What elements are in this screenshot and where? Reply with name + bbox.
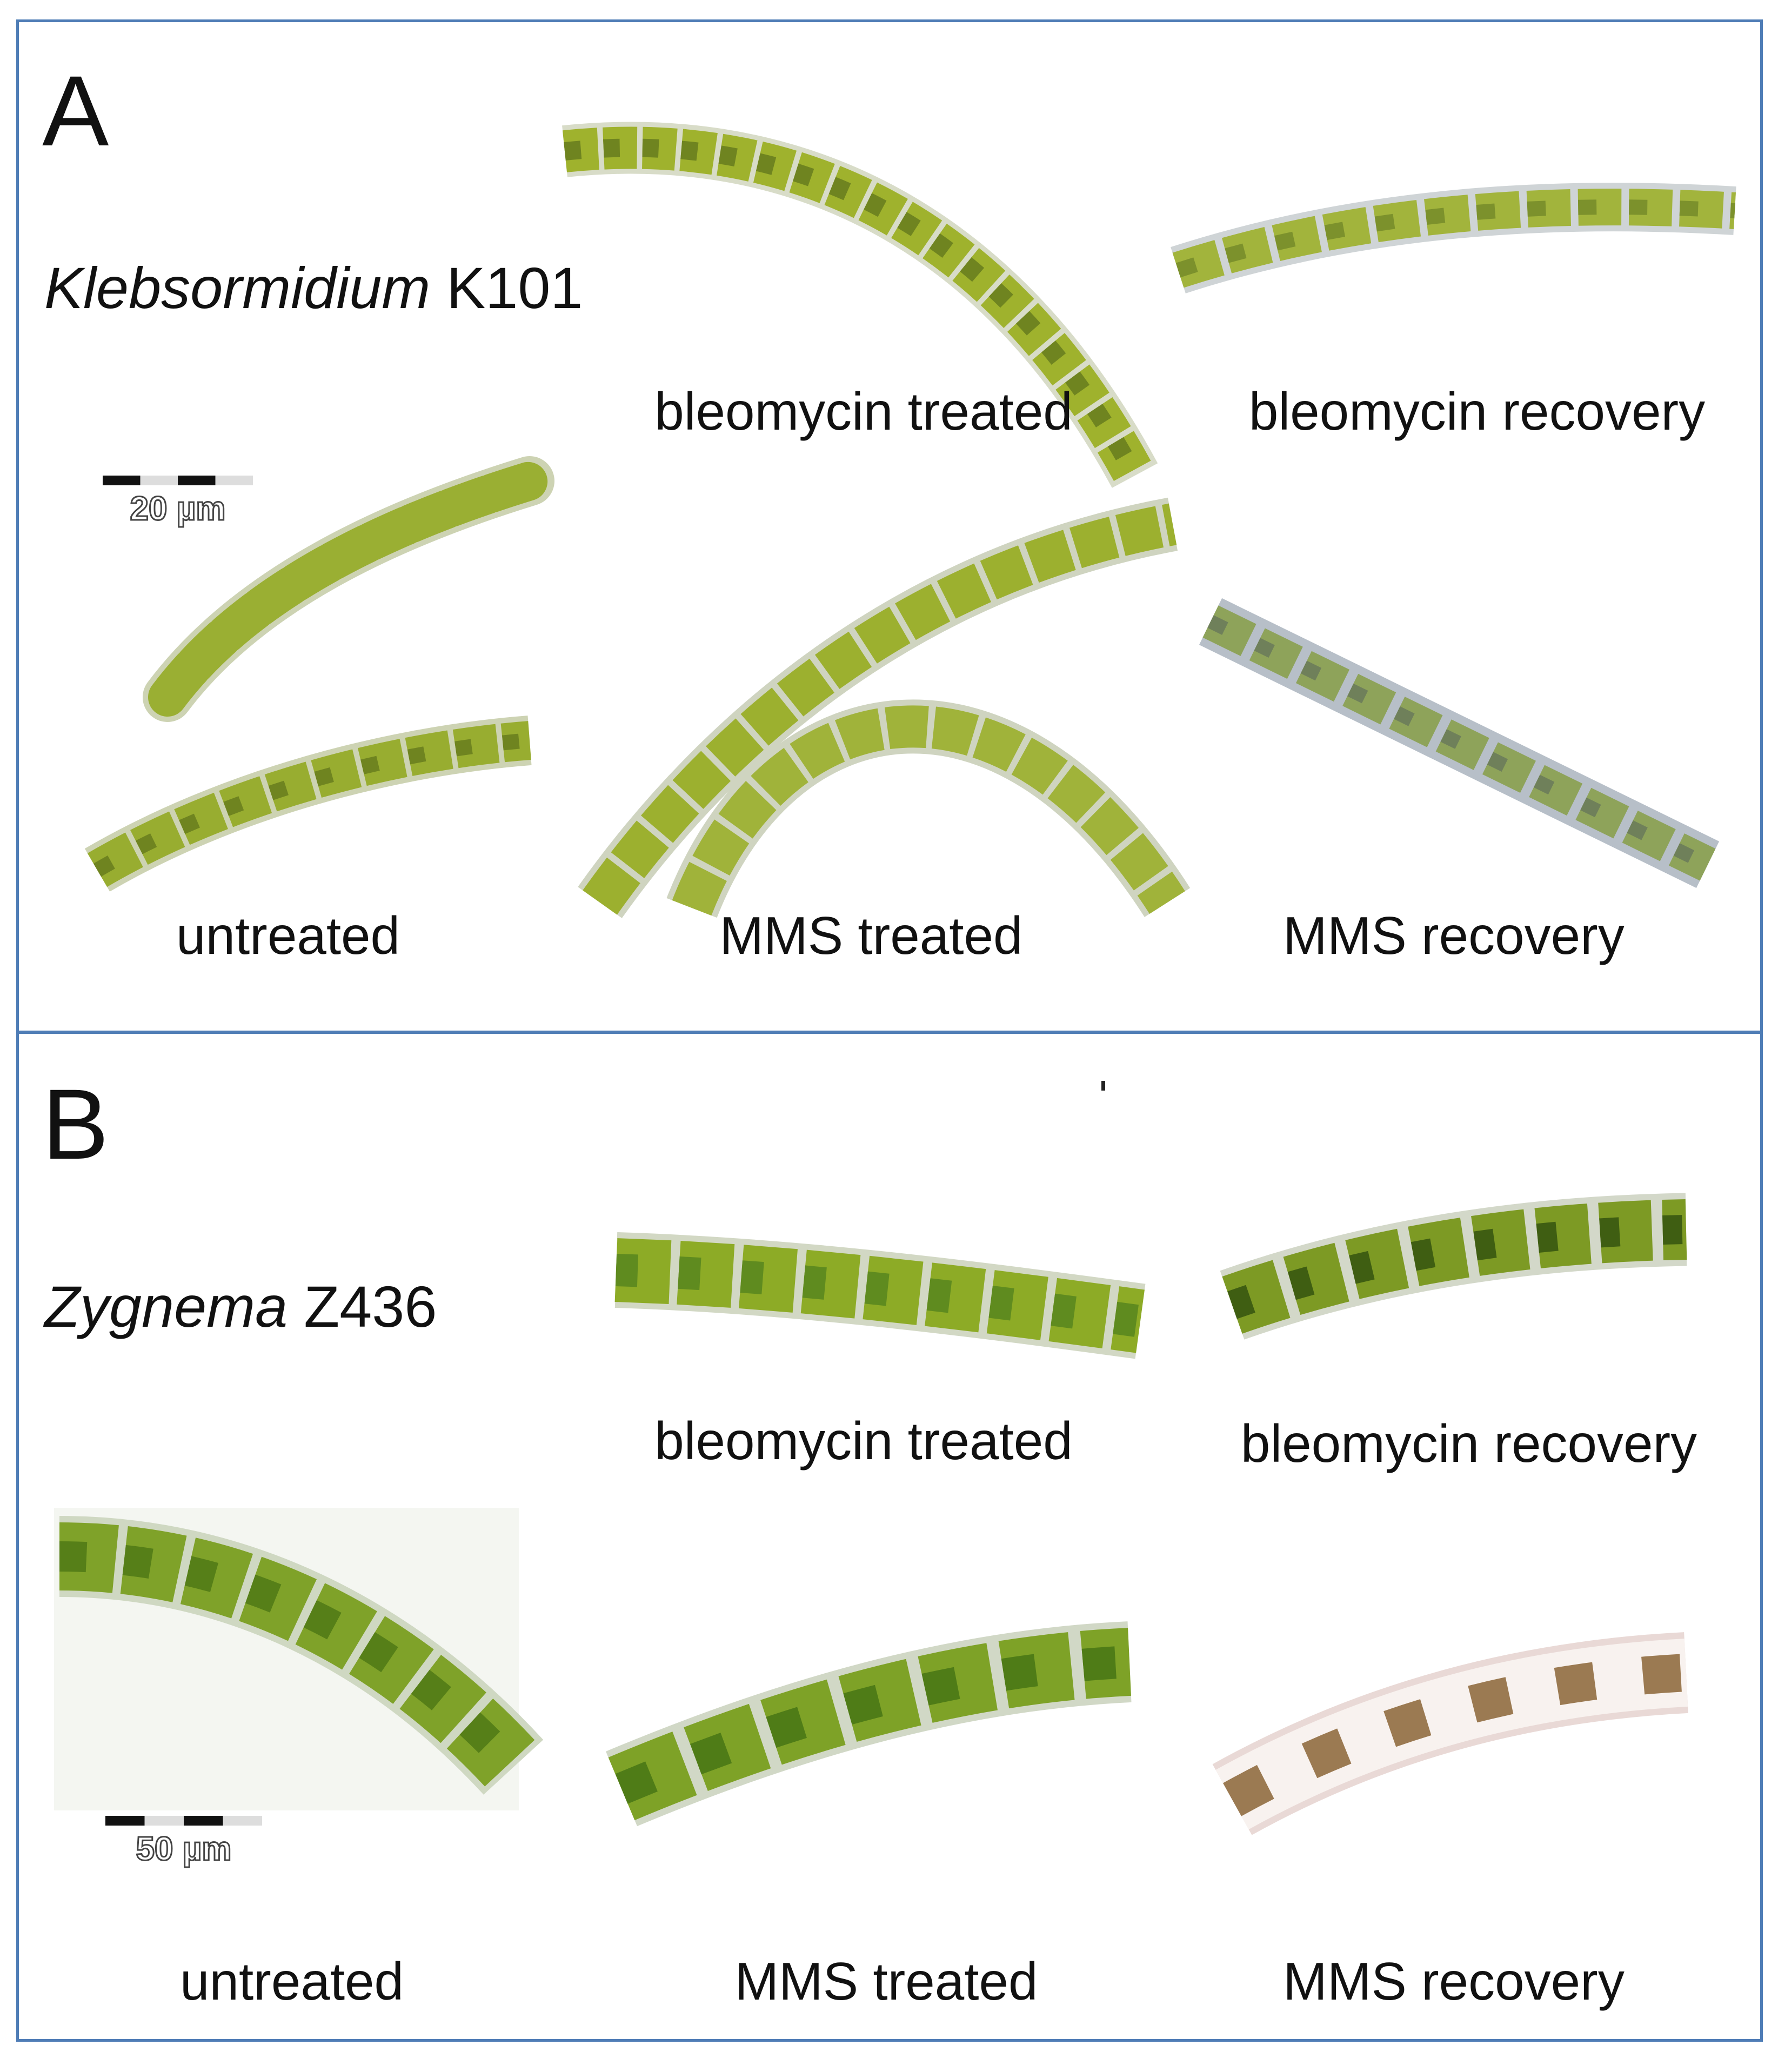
panel-a-letter: A <box>42 56 109 167</box>
panel-b-bleomycin-treated-image <box>614 1232 1146 1359</box>
panel-a-species-strain: K101 <box>446 255 583 320</box>
scale-bar-graphic <box>105 1816 262 1826</box>
panel-b-untreated-image <box>54 1508 544 1810</box>
panel-a-species-genus: Klebsormidium <box>44 255 431 320</box>
panel-a-mms-treated-image <box>578 497 1191 918</box>
panel-a-label-untreated: untreated <box>176 906 400 965</box>
panel-b-species-label: Zygnema Z436 <box>44 1273 437 1340</box>
panel-b-species-genus: Zygnema <box>44 1274 288 1339</box>
panel-b-label-mms-treated: MMS treated <box>734 1951 1038 2011</box>
panel-b-label-bleomycin-recovery: bleomycin recovery <box>1240 1414 1697 1473</box>
panel-a-scale-text: 20 µm <box>129 490 226 529</box>
panel-a-bleomycin-treated-image <box>562 122 1158 488</box>
panel-a-label-mms-recovery: MMS recovery <box>1283 906 1625 965</box>
panel-b-mms-recovery-image <box>1212 1632 1688 1835</box>
panel-a-species-label: Klebsormidium K101 <box>44 254 583 322</box>
panel-b-label-mms-recovery: MMS recovery <box>1283 1951 1625 2011</box>
panel-a-bleomycin-recovery-image <box>1171 183 1736 293</box>
panel-b-bleomycin-recovery-image <box>1220 1193 1687 1340</box>
panel-a-label-bleomycin-treated: bleomycin treated <box>654 382 1073 441</box>
panel-b-label-bleomycin-treated: bleomycin treated <box>654 1411 1073 1471</box>
panel-b-mms-treated-image <box>606 1621 1132 1827</box>
stray-mark <box>1101 1081 1105 1091</box>
scale-bar-graphic <box>103 476 253 485</box>
panel-a-mms-recovery-image <box>1199 598 1720 888</box>
panel-b-letter: B <box>42 1069 109 1180</box>
panel-b-species-strain: Z436 <box>304 1274 437 1339</box>
panel-b-label-untreated: untreated <box>179 1951 404 2011</box>
panel-a-label-mms-treated: MMS treated <box>719 906 1023 965</box>
panel-a-label-bleomycin-recovery: bleomycin recovery <box>1248 382 1706 441</box>
panel-a-untreated-image <box>84 456 554 892</box>
panel-b-scale-text: 50 µm <box>135 1830 232 1869</box>
